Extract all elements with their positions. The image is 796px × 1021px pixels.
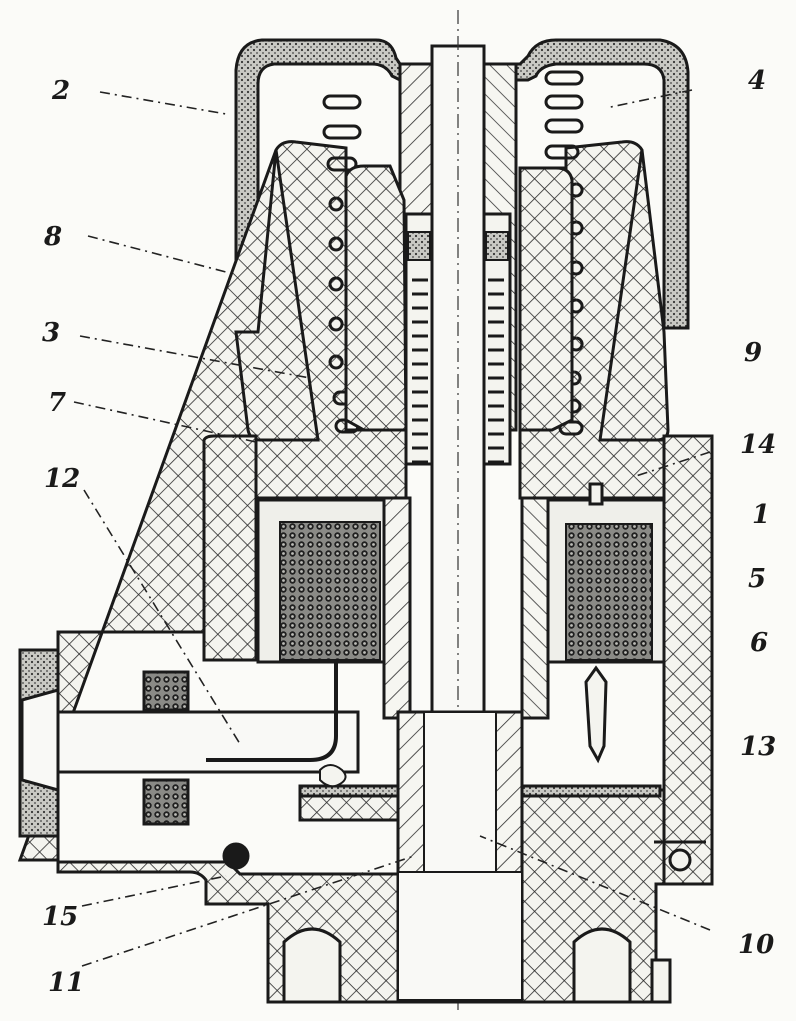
callout-2: 2 bbox=[52, 76, 71, 106]
callout-5: 5 bbox=[748, 564, 767, 594]
callout-8: 8 bbox=[44, 222, 63, 252]
side-screw bbox=[654, 840, 706, 872]
cap-housing bbox=[234, 38, 690, 334]
callout-14: 14 bbox=[740, 430, 777, 460]
body-wall-left bbox=[202, 434, 258, 662]
callout-9: 9 bbox=[744, 338, 763, 368]
leader-lines bbox=[73, 89, 711, 967]
callout-1: 1 bbox=[752, 500, 771, 530]
callout-3: 3 bbox=[42, 318, 61, 348]
valve-seat bbox=[298, 710, 662, 1004]
callout-15: 15 bbox=[42, 902, 79, 932]
lead-wire bbox=[206, 662, 338, 762]
callout-7: 7 bbox=[48, 388, 67, 418]
callout-12: 12 bbox=[44, 464, 81, 494]
callout-11: 11 bbox=[48, 968, 85, 998]
body-wall-right bbox=[662, 434, 714, 886]
callout-10: 10 bbox=[738, 930, 775, 960]
wire-clip bbox=[319, 764, 347, 788]
terminal-pin bbox=[546, 482, 608, 764]
inner-spring bbox=[412, 278, 504, 464]
callout-13: 13 bbox=[740, 732, 777, 762]
inner-guides bbox=[404, 212, 512, 466]
callout-6: 6 bbox=[750, 628, 769, 658]
callout-4: 4 bbox=[748, 66, 767, 96]
spring-cone-inner bbox=[344, 164, 574, 432]
mounting-bolts bbox=[282, 927, 672, 1004]
solenoid-coil bbox=[256, 498, 666, 664]
